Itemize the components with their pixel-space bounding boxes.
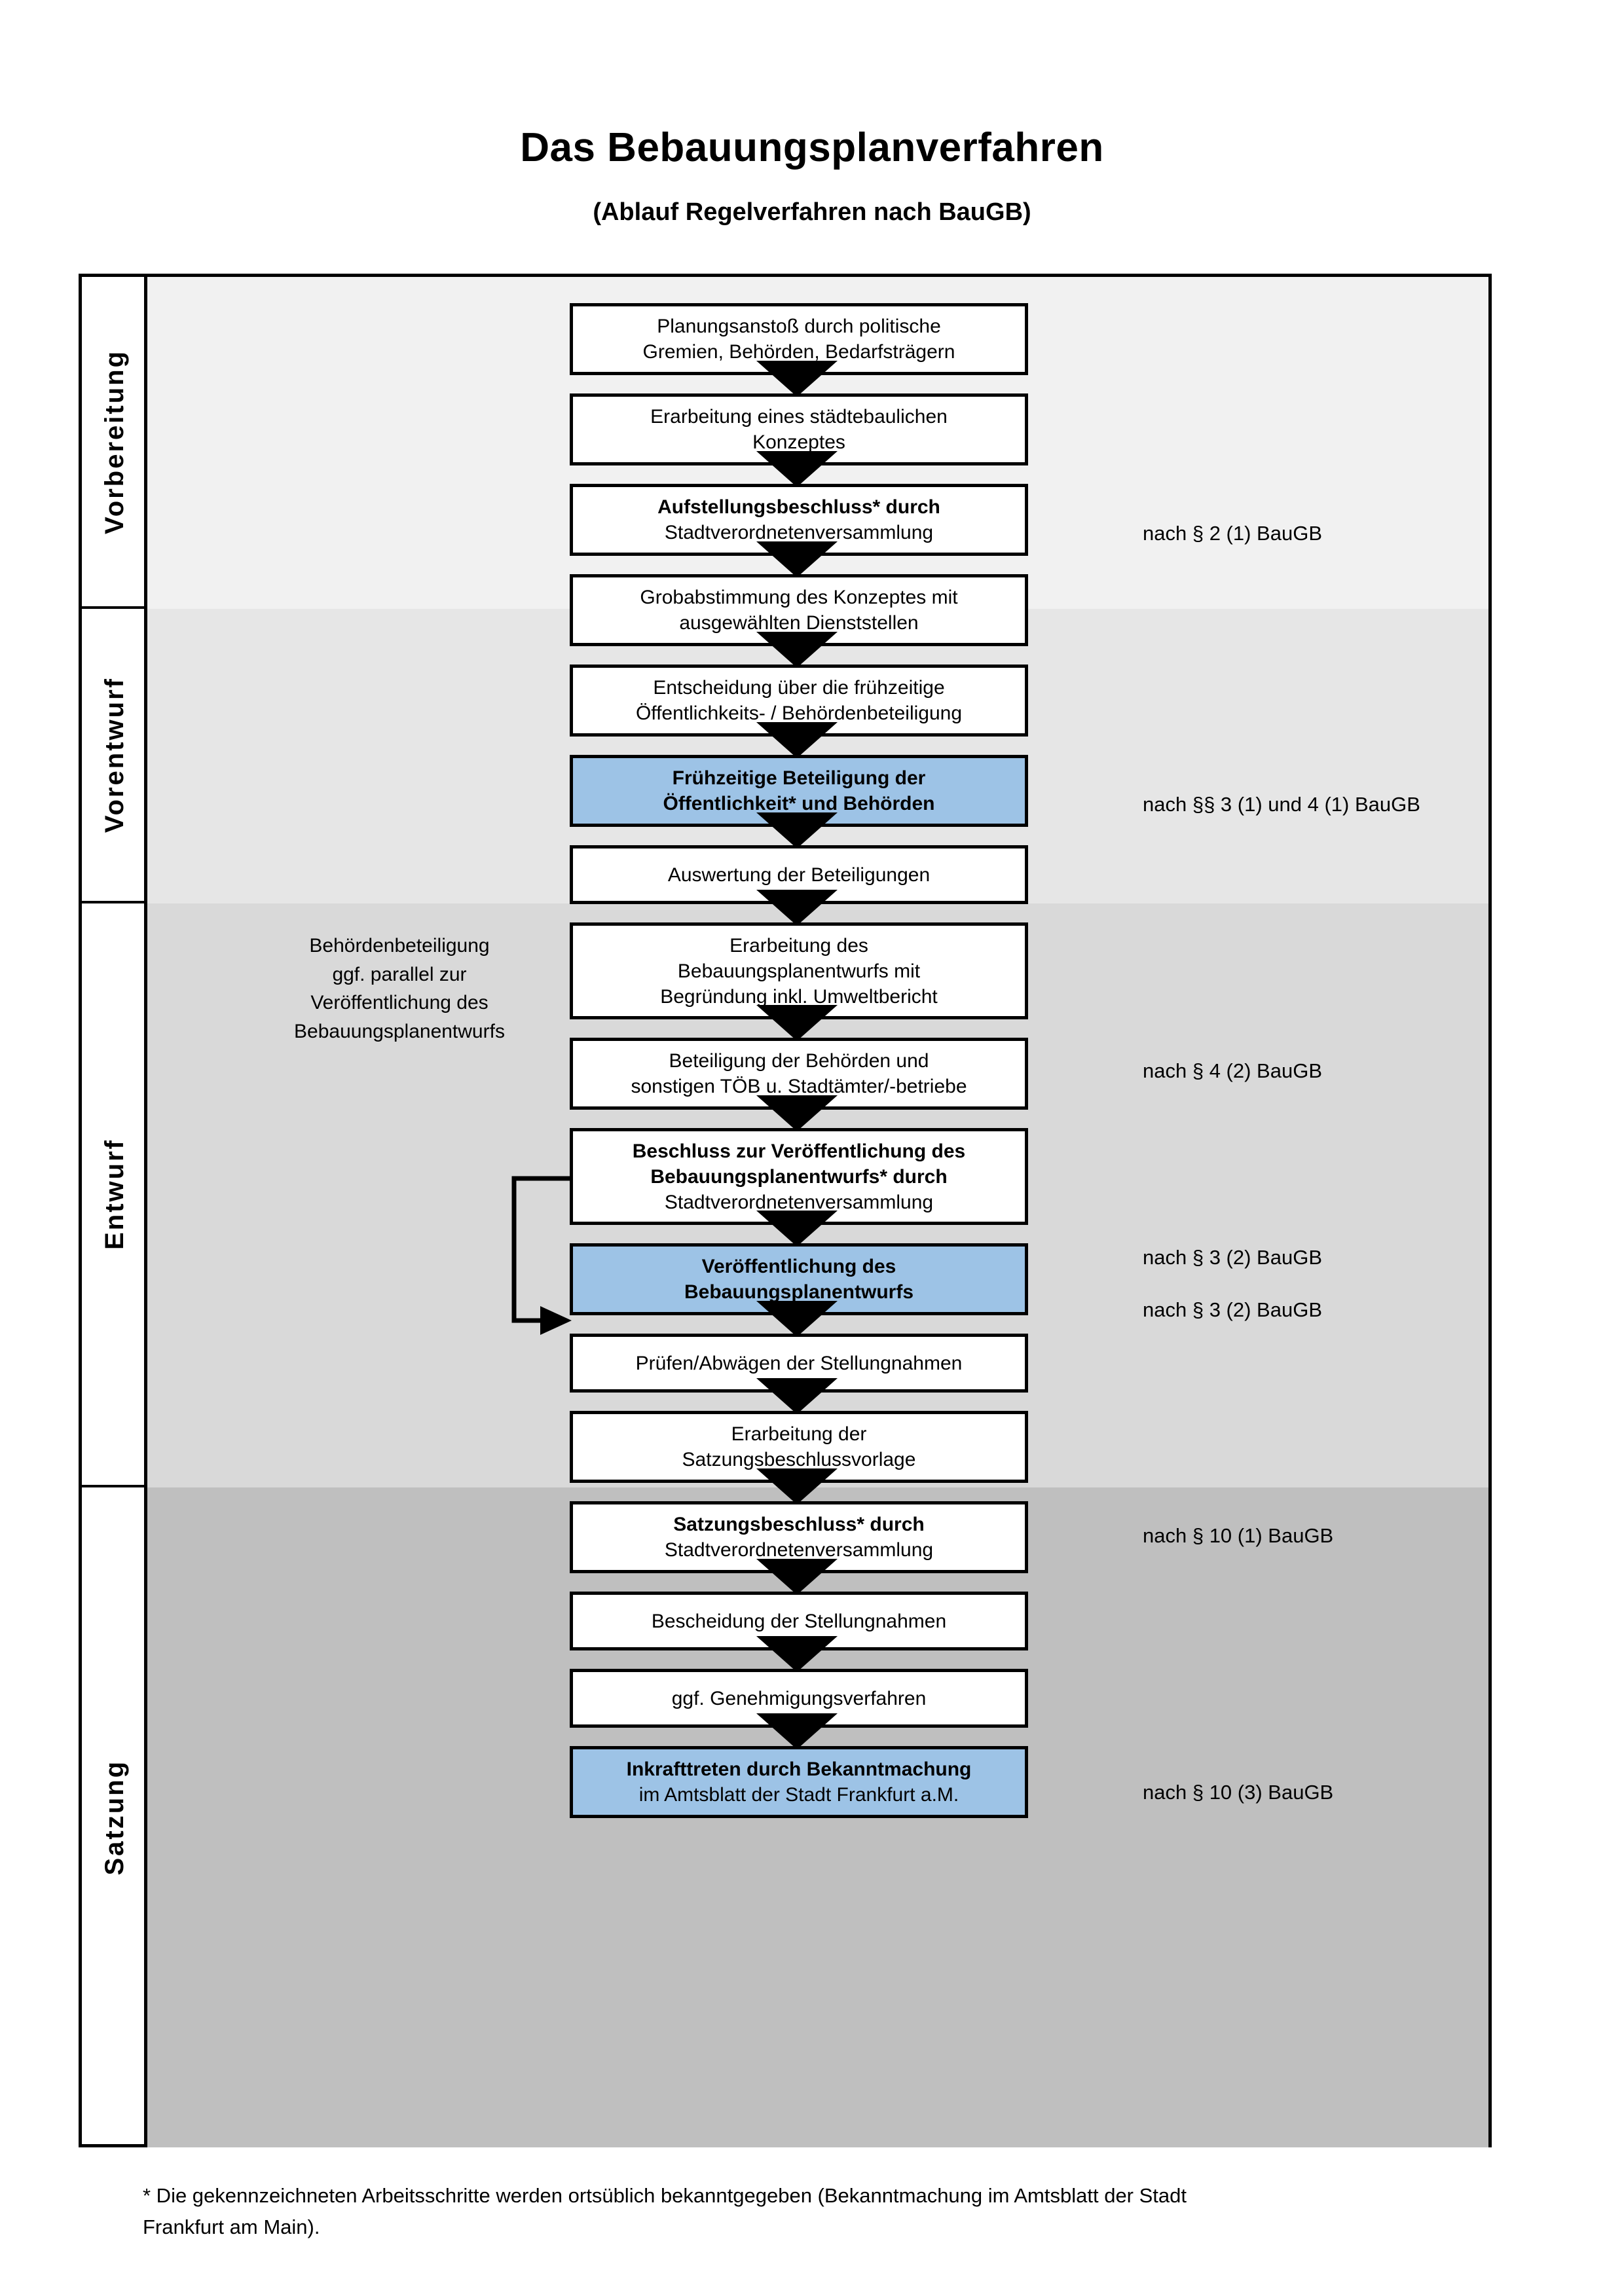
phase-label-column: Vorbereitung Vorentwurf Entwurf Satzung: [82, 277, 147, 2144]
box-line: sonstigen TÖB u. Stadtämter/-betriebe: [631, 1076, 967, 1097]
box-line: Prüfen/Abwägen der Stellungnahmen: [635, 1352, 963, 1374]
flow-arrow-down-icon: [756, 361, 838, 397]
box-line: Beteiligung der Behörden und: [669, 1050, 929, 1072]
flow-arrow-down-icon: [756, 812, 838, 848]
legal-reference: nach § 3 (2) BauGB: [1143, 1246, 1322, 1269]
box-line-bold: Frühzeitige Beteiligung der: [672, 767, 926, 789]
page-subtitle: (Ablauf Regelverfahren nach BauGB): [593, 198, 1031, 226]
legal-reference: nach § 2 (1) BauGB: [1143, 522, 1322, 545]
box-line: Planungsanstoß durch politische: [657, 316, 941, 337]
flowchart-frame: Vorbereitung Vorentwurf Entwurf Satzung …: [79, 274, 1492, 2147]
flow-arrow-down-icon: [756, 1468, 838, 1504]
phase-label-text: Satzung: [100, 1759, 129, 1876]
box-line-bold: Bebauungsplanentwurfs* durch: [650, 1165, 948, 1188]
phase-label-text: Vorbereitung: [100, 349, 129, 534]
legal-reference: nach § 4 (2) BauGB: [1143, 1059, 1322, 1082]
phase-label-text: Vorentwurf: [100, 676, 129, 833]
flow-arrow-down-icon: [756, 632, 838, 668]
box-line-bold: Beschluss zur Veröffentlichung des: [632, 1140, 966, 1162]
side-note-line: Behördenbeteiligung: [309, 935, 490, 957]
box-line: Stadtverordnetenversammlung: [664, 1191, 934, 1213]
box-line-bold: Satzungsbeschluss* durch: [673, 1514, 925, 1535]
box-line: Veröffentlichung des: [580, 1254, 1018, 1279]
footnote: * Die gekennzeichneten Arbeitsschritte w…: [143, 2180, 1492, 2243]
box-line: Satzungsbeschluss* durch: [580, 1512, 1018, 1537]
legal-reference: nach §§ 3 (1) und 4 (1) BauGB: [1143, 793, 1420, 816]
process-box[interactable]: Planungsanstoß durch politische Gremien,…: [570, 303, 1028, 375]
legal-reference: nach § 10 (3) BauGB: [1143, 1781, 1334, 1804]
flow-arrow-down-icon: [756, 890, 838, 926]
box-line: ausgewählten Dienststellen: [679, 612, 919, 634]
box-line: Erarbeitung des: [729, 934, 868, 957]
box-line-bold: Inkrafttreten durch Bekanntmachung: [626, 1758, 972, 1780]
phase-label-text: Entwurf: [100, 1139, 129, 1250]
box-line-bold: Bebauungsplanentwurfs: [684, 1281, 914, 1303]
box-line: Aufstellungsbeschluss* durch: [580, 494, 1018, 520]
box-line-bold: Veröffentlichung des: [701, 1256, 896, 1277]
box-line: Erarbeitung eines städtebaulichen: [650, 406, 948, 428]
box-line-bold: Aufstellungsbeschluss* durch: [657, 496, 940, 518]
box-line: Grobabstimmung des Konzeptes mit: [640, 587, 958, 608]
phase-label-vorbereitung: Vorbereitung: [82, 277, 147, 609]
process-box[interactable]: Erarbeitung des Bebauungsplanentwurfs mi…: [570, 922, 1028, 1019]
box-line: im Amtsblatt der Stadt Frankfurt a.M.: [638, 1784, 959, 1806]
box-line: Entscheidung über die frühzeitige: [653, 677, 945, 699]
footnote-line: Frankfurt am Main).: [143, 2215, 320, 2239]
box-line: Bebauungsplanentwurfs: [580, 1279, 1018, 1305]
phase-label-vorentwurf: Vorentwurf: [82, 609, 147, 903]
box-line: Auswertung der Beteiligungen: [667, 864, 931, 886]
footnote-line: * Die gekennzeichneten Arbeitsschritte w…: [143, 2184, 1187, 2207]
box-line: Frühzeitige Beteiligung der: [580, 765, 1018, 791]
box-line: Satzungsbeschlussvorlage: [682, 1449, 916, 1470]
box-line: Stadtverordnetenversammlung: [664, 522, 934, 543]
process-box-highlight[interactable]: Inkrafttreten durch Bekanntmachung im Am…: [570, 1746, 1028, 1818]
flow-arrow-down-icon: [756, 1211, 838, 1247]
box-line: Bebauungsplanentwurfs mit: [677, 960, 921, 982]
flow-arrow-down-icon: [756, 1713, 838, 1749]
box-line: Öffentlichkeit* und Behörden: [580, 791, 1018, 816]
box-line: Bebauungsplanentwurfs* durch: [580, 1164, 1018, 1190]
page-title: Das Bebauungsplanverfahren: [520, 125, 1104, 170]
flow-arrow-down-icon: [756, 541, 838, 577]
box-line: Konzeptes: [752, 431, 845, 453]
side-note-behoerdenbeteiligung: Behördenbeteiligung ggf. parallel zur Ve…: [242, 932, 557, 1046]
box-line: Erarbeitung der: [731, 1423, 867, 1445]
flow-arrow-down-icon: [756, 1301, 838, 1337]
flow-arrow-down-icon: [756, 1636, 838, 1672]
flow-arrow-down-icon: [756, 722, 838, 758]
box-line: Öffentlichkeits- / Behördenbeteiligung: [635, 702, 963, 724]
phase-label-satzung: Satzung: [82, 1487, 147, 2147]
box-line-bold: Öffentlichkeit* und Behörden: [663, 793, 935, 814]
phase-label-entwurf: Entwurf: [82, 903, 147, 1487]
legal-reference: nach § 3 (2) BauGB: [1143, 1298, 1322, 1321]
box-line: Gremien, Behörden, Bedarfsträgern: [642, 341, 955, 363]
box-line: Beschluss zur Veröffentlichung des: [580, 1139, 1018, 1164]
box-line: ggf. Genehmigungsverfahren: [671, 1687, 927, 1709]
side-note-line: Veröffentlichung des: [310, 992, 489, 1013]
flow-arrow-down-icon: [756, 451, 838, 487]
flow-arrow-down-icon: [756, 1378, 838, 1414]
title-block: Das Bebauungsplanverfahren (Ablauf Regel…: [0, 124, 1624, 227]
flow-arrow-down-icon: [756, 1559, 838, 1595]
box-line: Begründung inkl. Umweltbericht: [660, 985, 938, 1008]
legal-reference: nach § 10 (1) BauGB: [1143, 1524, 1334, 1547]
box-line: Inkrafttreten durch Bekanntmachung: [580, 1757, 1018, 1782]
flow-arrow-down-icon: [756, 1095, 838, 1131]
box-line: Bescheidung der Stellungnahmen: [651, 1610, 947, 1632]
side-note-line: Bebauungsplanentwurfs: [294, 1020, 505, 1042]
box-line: Stadtverordnetenversammlung: [664, 1539, 934, 1561]
side-note-line: ggf. parallel zur: [332, 963, 467, 985]
flow-arrow-down-icon: [756, 1005, 838, 1041]
